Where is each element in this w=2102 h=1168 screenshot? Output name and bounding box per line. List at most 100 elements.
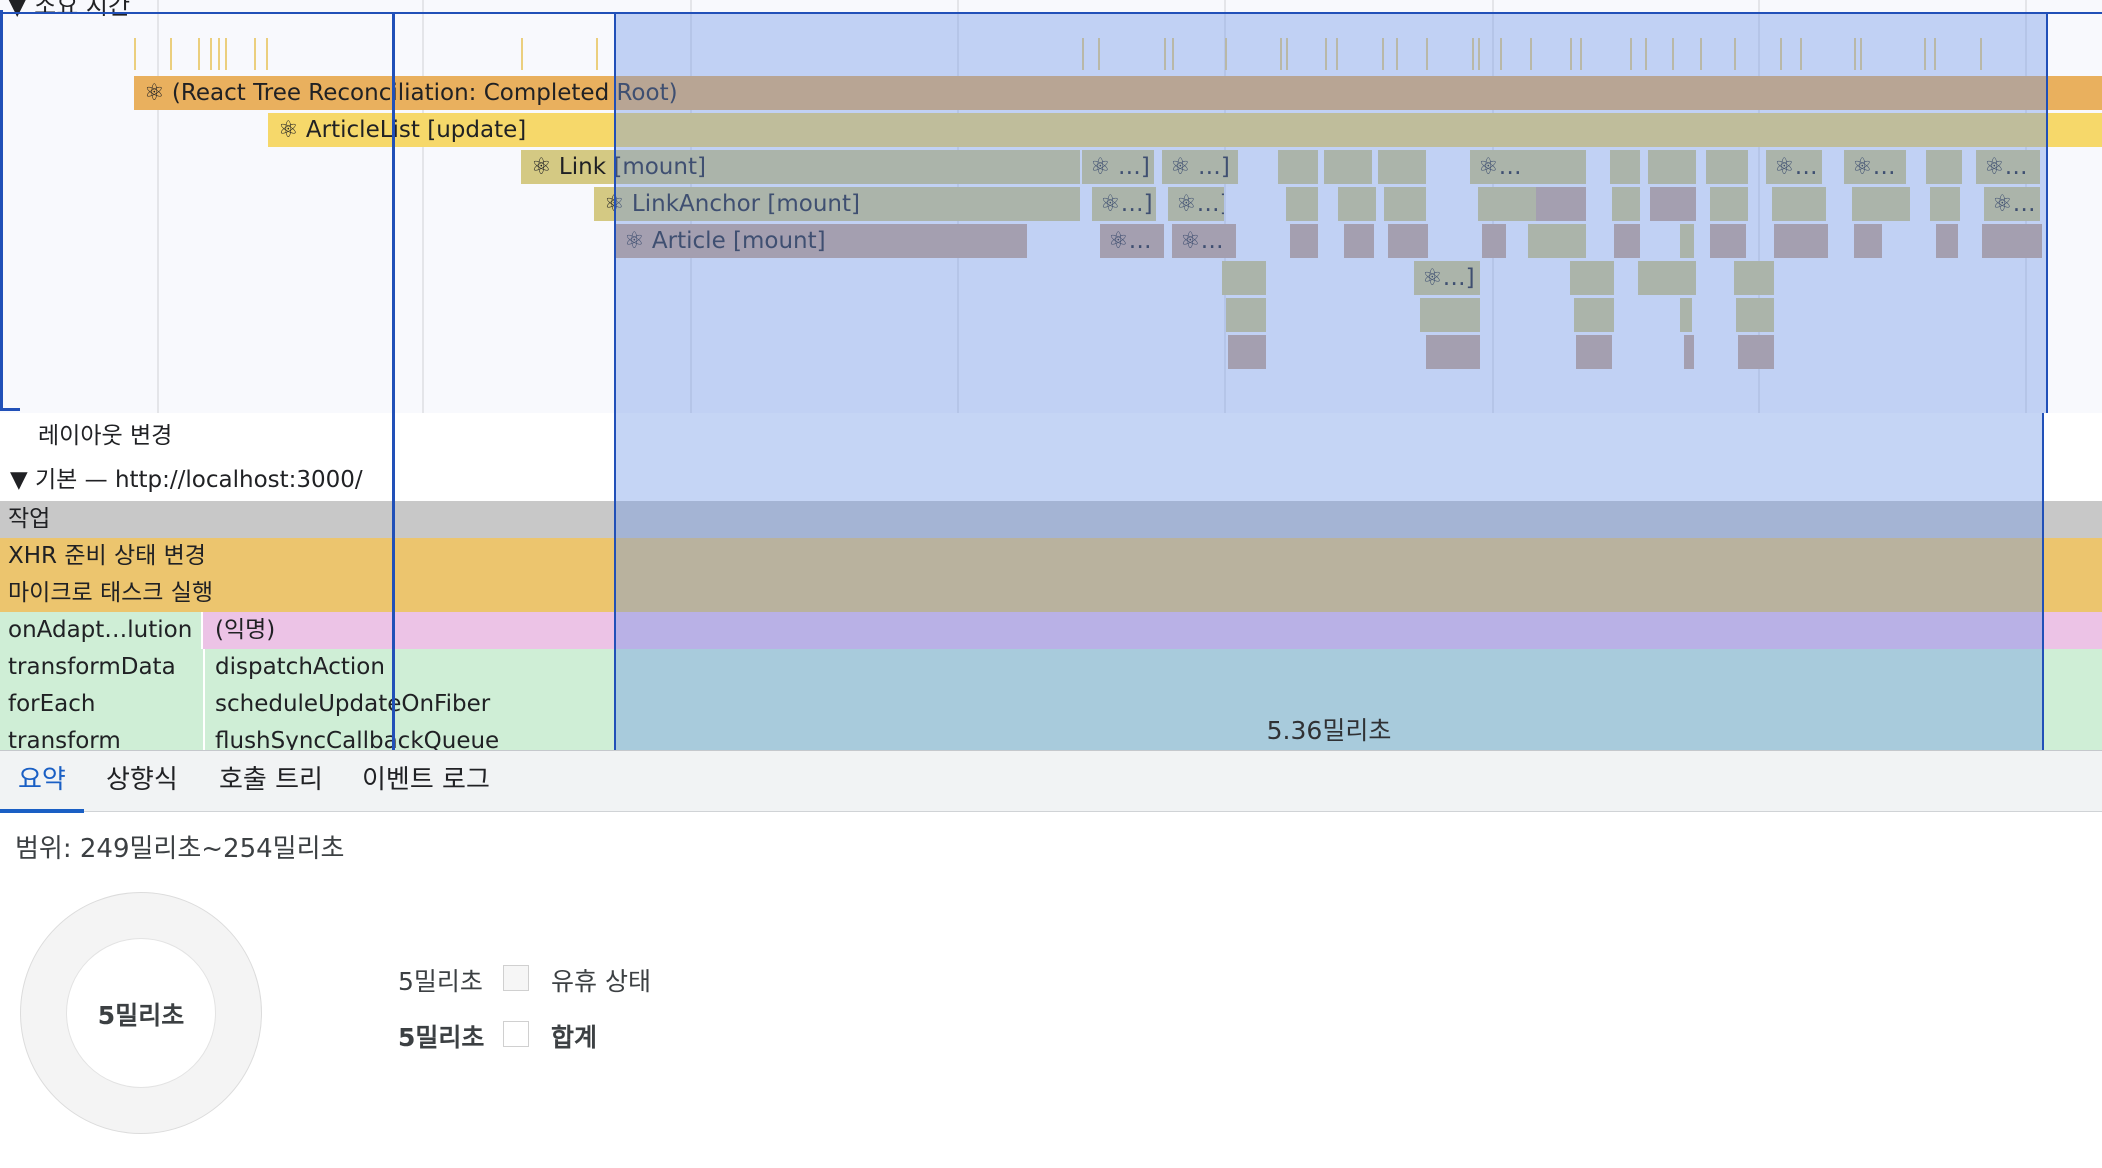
flame-bar-small[interactable] xyxy=(1852,187,1910,221)
flame-bar-small[interactable] xyxy=(1772,187,1826,221)
flame-bar-small[interactable] xyxy=(1482,224,1506,258)
flame-bar-small[interactable] xyxy=(1228,335,1266,369)
event-tick xyxy=(1500,38,1502,70)
flame-bar-small[interactable] xyxy=(1226,298,1266,332)
flame-bar-small[interactable] xyxy=(1612,187,1640,221)
flame-bar-small[interactable] xyxy=(1610,150,1640,184)
stack-right-label: (익명) xyxy=(215,617,276,643)
stack-row-2[interactable]: forEach scheduleUpdateOnFiber xyxy=(0,686,2102,723)
flame-bar-small[interactable] xyxy=(1684,335,1694,369)
flame-bar-small[interactable] xyxy=(1478,187,1536,221)
flame-bar-small[interactable] xyxy=(1344,224,1374,258)
flame-bar-small[interactable] xyxy=(1774,224,1828,258)
playhead-line-lower xyxy=(392,413,395,750)
tab-bottom-up[interactable]: 상향식 xyxy=(106,765,178,795)
xhr-label: XHR 준비 상태 변경 xyxy=(8,543,206,569)
flame-bar-small[interactable]: ⚛ …] xyxy=(1082,150,1154,184)
flame-bar-small[interactable] xyxy=(1982,224,2042,258)
timings-section-header[interactable]: ▼ 소요 시간 xyxy=(8,0,130,20)
flame-bar-small[interactable] xyxy=(1420,298,1480,332)
flame-bar-articlelist[interactable]: ⚛ ArticleList [update] xyxy=(268,113,2102,147)
flame-bar-small[interactable] xyxy=(1378,150,1426,184)
flame-bar-small[interactable]: ⚛…] xyxy=(1092,187,1156,221)
flame-bar-small[interactable] xyxy=(1650,187,1696,221)
event-tick xyxy=(225,38,227,70)
flame-bar-small[interactable] xyxy=(1680,298,1692,332)
flame-bar-linkanchor[interactable]: ⚛ LinkAnchor [mount] xyxy=(594,187,1080,221)
flame-bar-small[interactable]: ⚛… xyxy=(1766,150,1822,184)
flame-bar-small[interactable] xyxy=(1736,298,1774,332)
legend-idle-label: 유휴 상태 xyxy=(551,967,651,996)
flame-bar-small[interactable] xyxy=(1388,224,1428,258)
flame-bar-small[interactable] xyxy=(1680,224,1694,258)
collapse-arrow-icon[interactable]: ▼ xyxy=(8,0,27,20)
layout-shift-row[interactable]: 레이아웃 변경 xyxy=(0,413,2102,459)
flame-bar-small[interactable] xyxy=(1536,187,1586,221)
tab-event-log[interactable]: 이벤트 로그 xyxy=(362,765,490,795)
event-tick xyxy=(1854,38,1856,70)
flame-bar-small[interactable] xyxy=(1286,187,1318,221)
flame-bar-small[interactable] xyxy=(1324,150,1372,184)
stack-row-3[interactable]: transform flushSyncCallbackQueue xyxy=(0,723,2102,750)
task-row[interactable]: 작업 xyxy=(0,501,2102,538)
flame-bar-small[interactable] xyxy=(1738,335,1774,369)
flame-bar-small[interactable] xyxy=(1930,187,1960,221)
playhead-line[interactable] xyxy=(392,12,395,750)
flame-bar-small[interactable] xyxy=(1734,261,1774,295)
stack-right-label: scheduleUpdateOnFiber xyxy=(215,691,491,717)
flame-bar-small[interactable] xyxy=(1338,187,1376,221)
flame-bar-small[interactable]: ⚛… xyxy=(1470,150,1534,184)
stack-row-0[interactable]: onAdapt…lution (익명) xyxy=(0,612,2102,649)
flame-bar-small[interactable] xyxy=(1638,261,1696,295)
microtask-row[interactable]: 마이크로 태스크 실행 xyxy=(0,575,2102,612)
flame-bar-reconciliation[interactable]: ⚛ (React Tree Reconciliation: Completed … xyxy=(134,76,2102,110)
flame-bar-article[interactable]: ⚛ Article [mount] xyxy=(614,224,1027,258)
flame-chart[interactable]: ▼ 소요 시간 ⚛ (React Tree Reconciliation: Co… xyxy=(0,0,2102,750)
stack-right-label: dispatchAction xyxy=(215,654,385,680)
flame-bar-small[interactable] xyxy=(1926,150,1962,184)
main-thread-header[interactable]: ▼ 기본 — http://localhost:3000/ xyxy=(0,459,2102,501)
stack-cell-left[interactable] xyxy=(0,612,203,649)
selection-rows-tint xyxy=(614,413,2044,750)
flame-bar-small[interactable] xyxy=(1290,224,1318,258)
flame-bar-small[interactable] xyxy=(1574,298,1614,332)
flame-bar-small[interactable] xyxy=(1710,187,1748,221)
flame-bar-small[interactable] xyxy=(1706,150,1748,184)
flame-bar-small[interactable] xyxy=(1614,224,1640,258)
flame-bar-small[interactable] xyxy=(1854,224,1882,258)
flame-bar-small[interactable]: ⚛ …] xyxy=(1162,150,1238,184)
flame-bar-small[interactable]: ⚛… xyxy=(1100,224,1164,258)
flame-bar-small[interactable]: ⚛…] xyxy=(1414,261,1480,295)
flame-bar-small[interactable] xyxy=(1936,224,1958,258)
stack-right-label: flushSyncCallbackQueue xyxy=(215,728,500,750)
event-tick xyxy=(1396,38,1398,70)
flame-bar-small[interactable] xyxy=(1384,187,1426,221)
flame-bar-small[interactable] xyxy=(1648,150,1696,184)
flame-bar-small[interactable]: ⚛… xyxy=(1172,224,1236,258)
flame-bar-small[interactable]: ⚛… xyxy=(1984,187,2040,221)
stack-divider xyxy=(203,686,205,723)
flame-bar-small[interactable] xyxy=(1528,224,1586,258)
tab-call-tree[interactable]: 호출 트리 xyxy=(219,765,323,795)
summary-donut-chart: 5밀리초 xyxy=(20,892,262,1134)
flame-bar-label: ⚛…] xyxy=(1100,191,1153,217)
tab-summary[interactable]: 요약 xyxy=(0,751,84,813)
flame-bar-small[interactable] xyxy=(1710,224,1746,258)
flame-bar-label: ⚛…] xyxy=(1422,265,1475,291)
stack-left-label: transformData xyxy=(8,654,176,680)
flame-bar-small[interactable] xyxy=(1222,261,1266,295)
flame-bar-small[interactable]: ⚛…] xyxy=(1168,187,1224,221)
flame-bar-small[interactable] xyxy=(1426,335,1480,369)
flame-bar-small[interactable] xyxy=(1278,150,1318,184)
event-tick xyxy=(1225,38,1227,70)
xhr-row[interactable]: XHR 준비 상태 변경 xyxy=(0,538,2102,575)
flame-bar-small[interactable] xyxy=(1576,335,1612,369)
layout-shift-label: 레이아웃 변경 xyxy=(38,423,173,449)
event-tick xyxy=(134,38,136,70)
stack-row-1[interactable]: transformData dispatchAction xyxy=(0,649,2102,686)
flame-bar-small[interactable] xyxy=(1570,261,1614,295)
flame-bar-small[interactable]: ⚛… xyxy=(1976,150,2040,184)
event-tick xyxy=(596,38,598,70)
flame-bar-small[interactable]: ⚛… xyxy=(1844,150,1906,184)
flame-bar-small[interactable] xyxy=(1534,150,1586,184)
